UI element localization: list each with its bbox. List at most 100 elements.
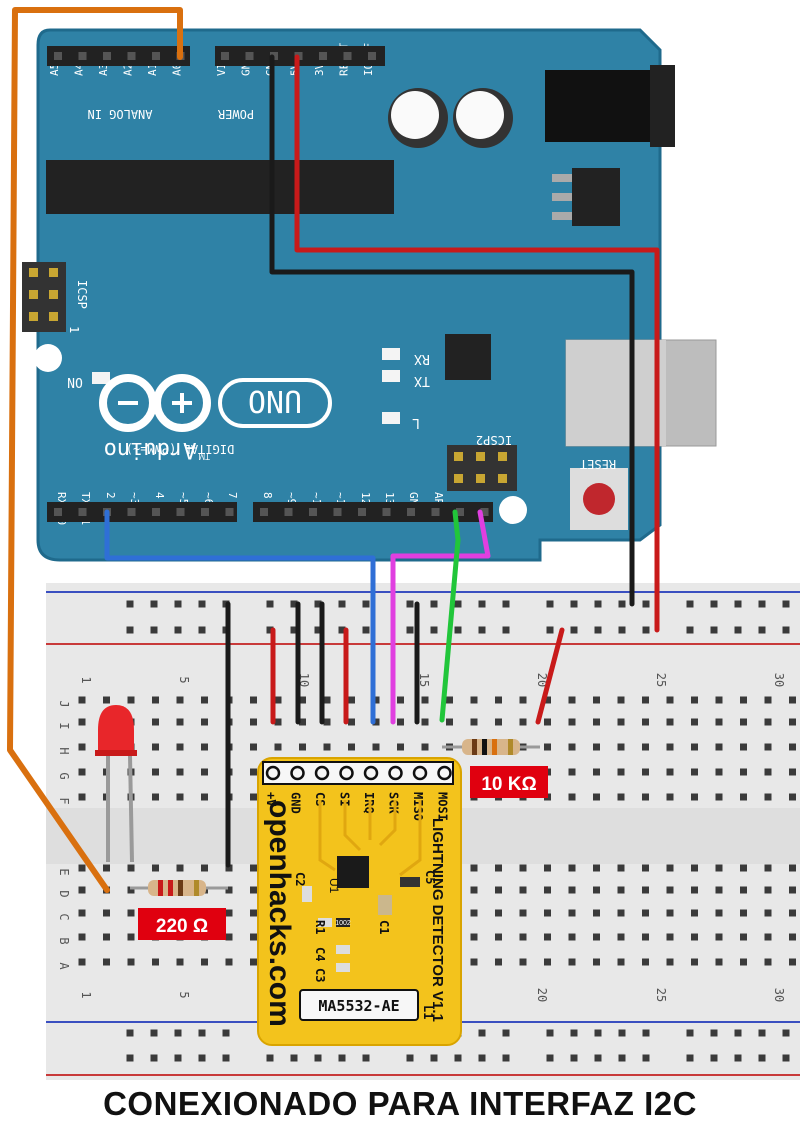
- l-label: L: [412, 415, 420, 430]
- breadboard-hole: [152, 793, 159, 801]
- breadboard-hole: [372, 696, 380, 704]
- module-product: LIGHTNING DETECTOR V1.1: [429, 818, 446, 1022]
- breadboard-hole: [568, 958, 576, 966]
- header-pin: [382, 508, 391, 516]
- header-pin: [456, 508, 464, 516]
- breadboard-hole: [78, 958, 86, 966]
- breadboard-hole: [715, 768, 723, 776]
- breadboard-hole: [150, 1054, 158, 1062]
- breadboard-hole: [642, 958, 649, 966]
- smd-part: [336, 918, 350, 927]
- icsp-pin: [49, 312, 58, 321]
- row-letter: A: [57, 962, 71, 970]
- breadboard-hole: [546, 600, 554, 608]
- breadboard-hole: [789, 743, 796, 751]
- breadboard-hole: [174, 626, 182, 634]
- breadboard-hole: [593, 793, 600, 801]
- breadboard-hole: [299, 718, 306, 726]
- breadboard-hole: [372, 743, 380, 751]
- resistor-10k: [442, 739, 540, 755]
- breadboard-hole: [546, 626, 554, 634]
- module-part-label: C1: [377, 920, 391, 934]
- breadboard-hole: [201, 958, 208, 966]
- header-pin: [260, 508, 268, 516]
- breadboard-hole: [338, 1054, 346, 1062]
- module-pin-label: GND: [289, 792, 303, 814]
- breadboard-hole: [198, 600, 206, 608]
- breadboard-hole: [495, 933, 502, 941]
- wire-green-mosi: [439, 509, 461, 723]
- breadboard-hole: [546, 1054, 554, 1062]
- breadboard-hole: [642, 718, 649, 726]
- breadboard-hole: [666, 696, 674, 704]
- breadboard-hole: [734, 1029, 742, 1037]
- breadboard-hole: [715, 718, 723, 726]
- module-pin-label: MISO: [411, 792, 425, 821]
- breadboard-hole: [568, 933, 576, 941]
- breadboard-hole: [176, 958, 184, 966]
- breadboard-hole: [710, 1029, 718, 1037]
- breadboard-hole: [691, 696, 698, 704]
- breadboard-hole: [594, 600, 602, 608]
- breadboard-hole: [789, 886, 796, 894]
- row-letter: G: [57, 772, 71, 779]
- breadboard-hole: [152, 768, 159, 776]
- breadboard-hole: [789, 768, 796, 776]
- module-pin: [437, 765, 452, 781]
- breadboard-hole: [397, 718, 404, 726]
- breadboard-hole: [691, 886, 698, 894]
- breadboard-hole: [274, 696, 282, 704]
- breadboard-hole: [266, 626, 274, 634]
- wire-black-gnd: [269, 54, 635, 607]
- breadboard-hole: [519, 886, 527, 894]
- breadboard-hole: [715, 743, 723, 751]
- breadboard-hole: [782, 1029, 790, 1037]
- breadboard-hole: [103, 696, 110, 704]
- breadboard-hole: [250, 909, 257, 917]
- breadboard-hole: [666, 864, 674, 872]
- breadboard-hole: [103, 909, 110, 917]
- breadboard-hole: [715, 793, 723, 801]
- breadboard-hole: [362, 1054, 370, 1062]
- icsp2-pin: [454, 452, 463, 461]
- power-jack: [545, 70, 670, 142]
- breadboard-hole: [666, 768, 674, 776]
- breadboard-hole: [691, 793, 698, 801]
- breadboard-hole: [764, 696, 772, 704]
- breadboard-hole: [222, 1054, 230, 1062]
- breadboard-hole: [470, 696, 478, 704]
- header-pin: [309, 508, 317, 516]
- breadboard-hole: [758, 1029, 766, 1037]
- breadboard-hole: [250, 768, 257, 776]
- breadboard-hole: [502, 600, 510, 608]
- breadboard-hole: [78, 743, 86, 751]
- column-number: 30: [772, 673, 786, 687]
- breadboard-hole: [710, 626, 718, 634]
- breadboard-hole: [150, 600, 158, 608]
- breadboard-hole: [740, 886, 747, 894]
- smd-part: [336, 963, 350, 972]
- breadboard-hole: [546, 1029, 554, 1037]
- wire-orange-a0: [7, 7, 183, 893]
- breadboard-hole: [103, 933, 110, 941]
- module-part-label: C3: [313, 968, 327, 982]
- digital-pin-label: ~3: [128, 492, 141, 505]
- digital-pin-label: ~9: [285, 492, 298, 505]
- header-pin: [127, 52, 136, 60]
- power-jack-tip: [650, 65, 675, 147]
- module-pin-label: MOSI: [436, 792, 450, 821]
- breadboard-hole: [642, 864, 649, 872]
- breadboard-hole: [348, 718, 355, 726]
- on-label: ON: [67, 374, 83, 389]
- breadboard-hole: [764, 864, 772, 872]
- header-pin: [78, 52, 87, 60]
- breadboard-hole: [152, 958, 159, 966]
- breadboard-hole: [617, 886, 625, 894]
- header-pin: [284, 508, 293, 516]
- icsp-pin: [49, 290, 58, 299]
- breadboard-hole: [225, 958, 233, 966]
- breadboard-hole: [454, 600, 462, 608]
- breadboard-hole: [789, 933, 796, 941]
- breadboard-hole: [421, 743, 429, 751]
